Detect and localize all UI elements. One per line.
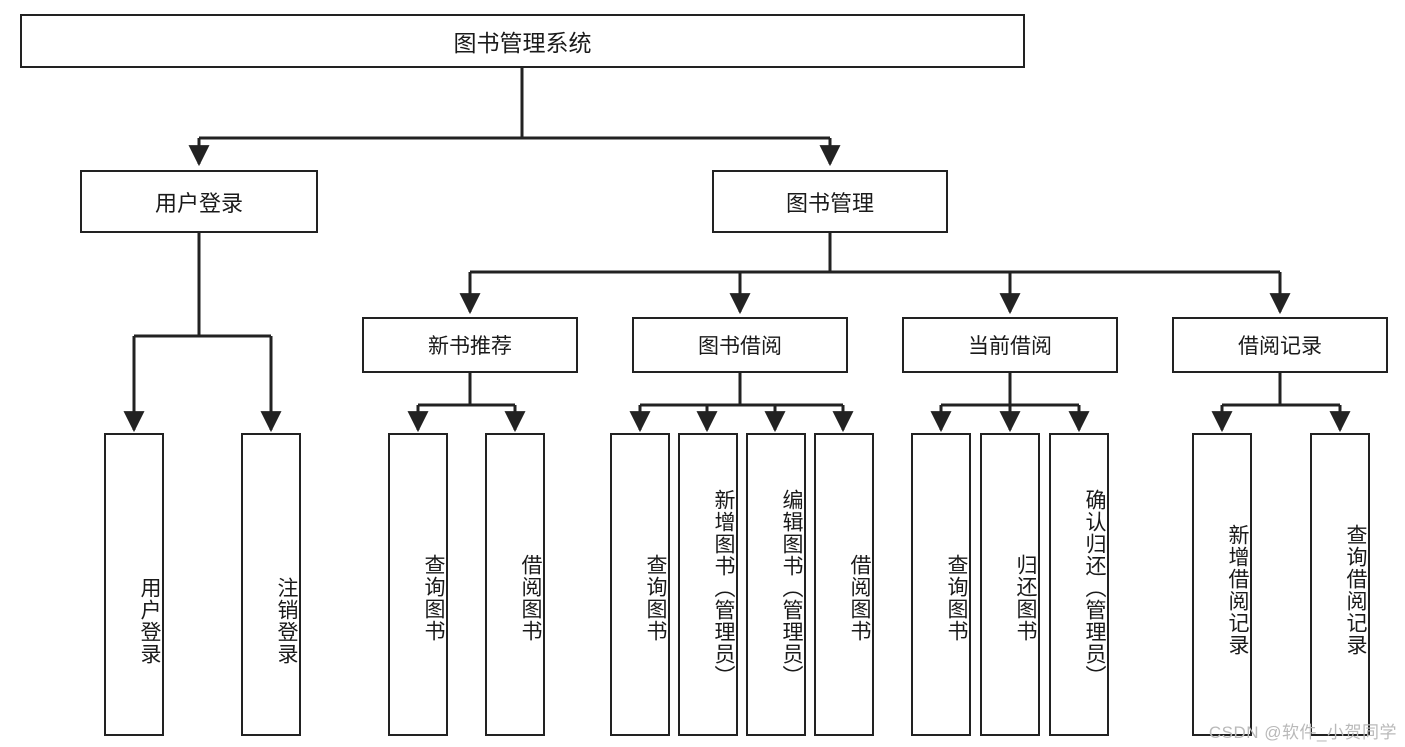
node-book-borrow[interactable]: 图书借阅 [632, 317, 848, 373]
leaf-borrow-record-query-record[interactable]: 查询借阅记录 [1310, 433, 1370, 736]
node-user-login[interactable]: 用户登录 [80, 170, 318, 233]
leaf-current-borrow-return-book[interactable]: 归还图书 [980, 433, 1040, 736]
leaf-new-book-borrow-book[interactable]: 借阅图书 [485, 433, 545, 736]
leaf-current-borrow-confirm-return-admin[interactable]: 确认归还（管理员） [1049, 433, 1109, 736]
leaf-book-borrow-query-book[interactable]: 查询图书 [610, 433, 670, 736]
node-root-book-management-system[interactable]: 图书管理系统 [20, 14, 1025, 68]
leaf-book-borrow-edit-book-admin[interactable]: 编辑图书（管理员） [746, 433, 806, 736]
leaf-new-book-query-book[interactable]: 查询图书 [388, 433, 448, 736]
node-new-book-recommend[interactable]: 新书推荐 [362, 317, 578, 373]
node-book-management[interactable]: 图书管理 [712, 170, 948, 233]
leaf-borrow-record-add-record[interactable]: 新增借阅记录 [1192, 433, 1252, 736]
leaf-current-borrow-query-book[interactable]: 查询图书 [911, 433, 971, 736]
leaf-user-login-login[interactable]: 用户登录 [104, 433, 164, 736]
leaf-book-borrow-borrow-book[interactable]: 借阅图书 [814, 433, 874, 736]
leaf-book-borrow-add-book-admin[interactable]: 新增图书（管理员） [678, 433, 738, 736]
leaf-user-login-logout[interactable]: 注销登录 [241, 433, 301, 736]
node-borrow-record[interactable]: 借阅记录 [1172, 317, 1388, 373]
csdn-watermark: CSDN @软件_小贺同学 [1208, 723, 1397, 742]
node-current-borrow[interactable]: 当前借阅 [902, 317, 1118, 373]
